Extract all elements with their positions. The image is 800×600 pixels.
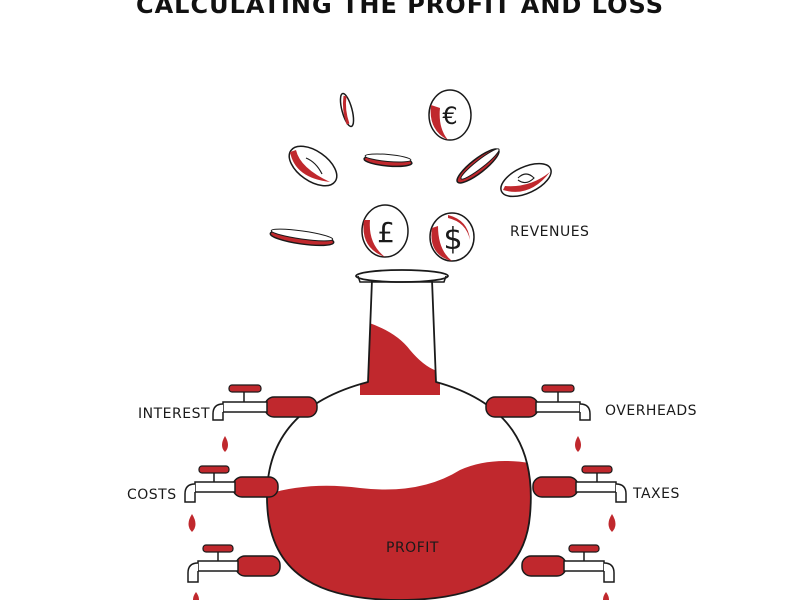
bottom-right-tap-icon (521, 544, 615, 600)
euro-coin-icon: € (428, 89, 472, 141)
costs-tap-icon (184, 465, 279, 532)
coin-tilted-left (288, 145, 338, 187)
dollar-coin-icon: $ (429, 212, 475, 262)
diagram-title: CALCULATING THE PROFIT AND LOSS (135, 0, 665, 19)
dollar-symbol: $ (443, 222, 462, 257)
pound-symbol: £ (377, 216, 395, 249)
taxes-tap-icon (532, 465, 627, 532)
pound-coin-icon: £ (361, 204, 409, 258)
interest-tap-icon (212, 384, 318, 452)
coin-far-right (500, 162, 552, 198)
coin-tilted-right (456, 148, 500, 184)
interest-label: INTEREST (138, 406, 211, 422)
coin-flat-center (363, 153, 413, 168)
flask (266, 269, 532, 600)
euro-symbol: € (442, 102, 457, 130)
coin-flat-left (269, 228, 335, 247)
bottom-left-tap-icon (187, 544, 281, 600)
overheads-label: OVERHEADS (605, 403, 698, 419)
revenues-label: REVENUES (510, 224, 590, 240)
taxes-label: TAXES (633, 486, 680, 502)
coin-edge-top (339, 92, 355, 128)
costs-label: COSTS (127, 487, 177, 503)
profit-label: PROFIT (386, 540, 439, 556)
overheads-tap-icon (485, 384, 591, 452)
